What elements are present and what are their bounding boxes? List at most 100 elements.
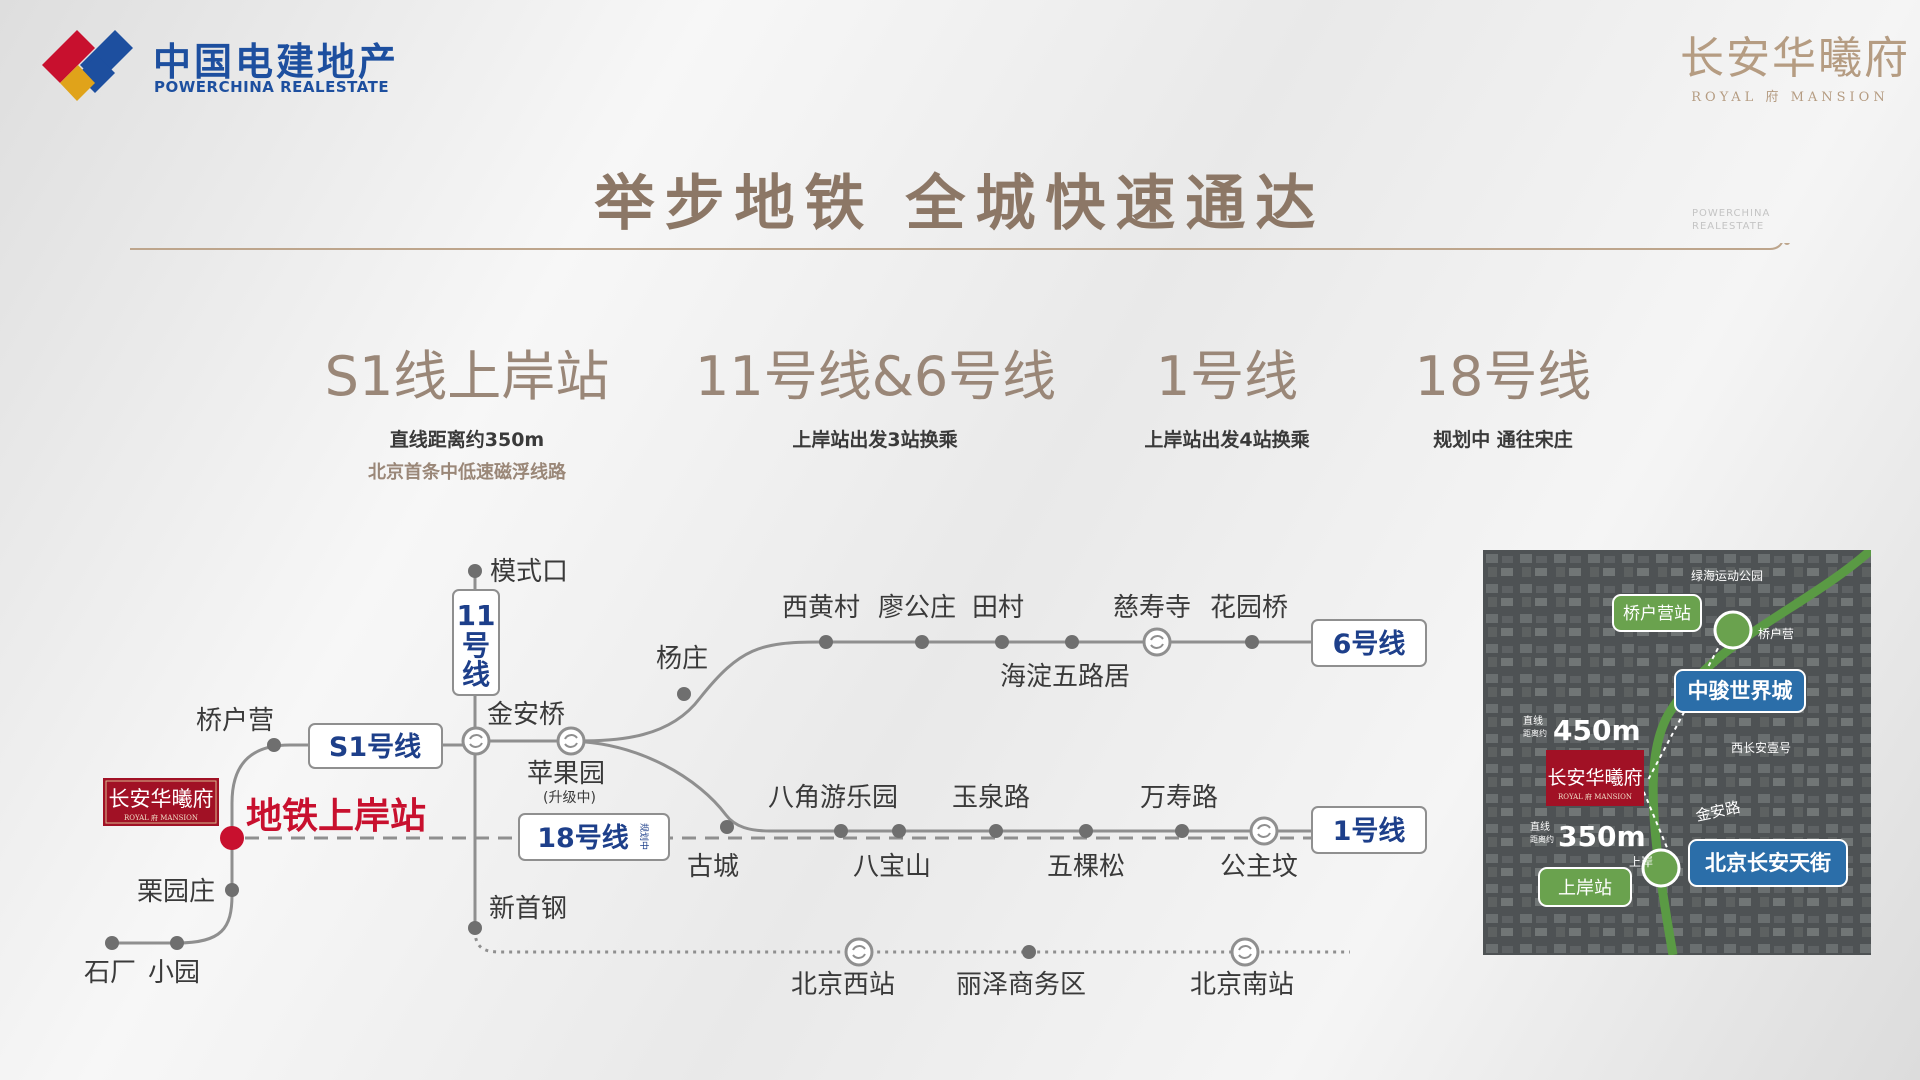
station-dot-xiaoyuan xyxy=(170,936,184,950)
satellite-map: 绿海运动公园 桥户营 桥户营站 中骏世界城 直线 距离约 450m 西长安壹号 … xyxy=(1483,550,1871,955)
station-dot-gucheng xyxy=(720,820,734,834)
line-badge-6: 6号线 xyxy=(1311,619,1427,667)
watermark-line2: REALESTATE xyxy=(1692,221,1765,232)
watermark: POWERCHINA REALESTATE xyxy=(1692,207,1770,233)
station-dot-moshikou xyxy=(468,564,482,578)
station-dot-xinshougang xyxy=(468,921,482,935)
page-title: 举步地铁 全城快速通达 xyxy=(594,169,1326,239)
station-label-huayuanqiao: 花园桥 xyxy=(1210,593,1288,623)
zhongjun-label: 中骏世界城 xyxy=(1688,679,1793,703)
qhy-station-dot xyxy=(1713,610,1753,650)
line-badge-18: 18号线 规划中 xyxy=(518,813,670,861)
dist1-value: 450m xyxy=(1553,714,1641,747)
project-tag-en: ROYAL 府 MANSION xyxy=(1558,792,1632,801)
station-dot-qiaohuying xyxy=(267,738,281,752)
qhy-station-label: 桥户营站 xyxy=(1623,604,1691,624)
highlight-station-dot xyxy=(220,826,244,850)
changan-street-tag xyxy=(1688,839,1848,887)
station-dot-lize xyxy=(1022,945,1036,959)
dist2-prefix2: 距离约 xyxy=(1530,834,1554,844)
station-label-haidianwuluju: 海淀五路居 xyxy=(1000,662,1130,692)
feature-desc: 上岸站出发3站换乘 xyxy=(792,429,958,451)
station-dot-haidianwuluju xyxy=(1065,635,1079,649)
project-badge: 长安华曦府 ROYAL 府 MANSION xyxy=(103,778,219,826)
station-dot-babaoshan xyxy=(892,824,906,838)
line-s1-track xyxy=(112,743,478,945)
dist2-value: 350m xyxy=(1558,820,1646,853)
qhy-road-label: 桥户营 xyxy=(1758,626,1794,641)
dist1-prefix: 直线 xyxy=(1523,714,1543,727)
zhongjun-tag xyxy=(1674,669,1806,713)
station-label-yangzhuang: 杨庄 xyxy=(656,644,708,674)
feature-title: 1号线 xyxy=(1155,345,1299,408)
brand-logo: 中国电建地产 POWERCHINA REALESTATE xyxy=(40,25,400,105)
station-label-shichang: 石厂 xyxy=(84,958,136,988)
station-dot-yangzhuang xyxy=(677,687,691,701)
line-1-track xyxy=(564,739,1315,833)
brand-name-cn: 中国电建地产 xyxy=(153,40,400,84)
line-11-label-3: 线 xyxy=(462,658,490,691)
project-logo: 长安华曦府 ROYAL 府 MANSION xyxy=(1680,22,1908,105)
highlight-station-label: 地铁上岸站 xyxy=(246,796,426,837)
project-badge-name: 长安华曦府 xyxy=(109,787,214,811)
qhy-station-tag xyxy=(1612,594,1702,632)
line-6-track xyxy=(478,640,1315,743)
feature-title: 11号线&6号线 xyxy=(695,345,1057,408)
powerchina-logo-icon xyxy=(42,30,133,101)
line-11-label-2: 号 xyxy=(462,629,490,662)
station-dot-yuquanlu xyxy=(989,824,1003,838)
dist1-prefix2: 距离约 xyxy=(1523,728,1547,738)
transfer-icon-jinanqiao xyxy=(461,726,491,756)
shangan-station-label: 上岸站 xyxy=(1558,878,1612,899)
shangan-station-dot xyxy=(1641,848,1681,888)
station-dot-xihuangcun xyxy=(819,635,833,649)
project-tag-name: 长安华曦府 xyxy=(1547,767,1642,789)
distance-line-350 xyxy=(1642,789,1674,863)
station-label-lize: 丽泽商务区 xyxy=(956,970,1086,1000)
station-label-beijingnan: 北京南站 xyxy=(1190,970,1294,1000)
station-dot-tiancun xyxy=(995,635,1009,649)
station-label-babaoshan: 八宝山 xyxy=(853,852,931,882)
transfer-icon-beijingnan xyxy=(1230,937,1260,967)
feature-title: 18号线 xyxy=(1414,345,1592,408)
line-18-note: 规划中 xyxy=(638,823,650,850)
shangan-road-label: 上岸 xyxy=(1629,855,1653,869)
station-label-gongzhufen: 公主坟 xyxy=(1220,852,1298,882)
feature-line-1: 1号线 上岸站出发4站换乘 xyxy=(1047,332,1407,452)
rail-track xyxy=(473,929,1350,954)
brand-name-en: POWERCHINA REALESTATE xyxy=(154,78,390,96)
station-label-gucheng: 古城 xyxy=(687,852,739,882)
station-dot-bajiao xyxy=(834,824,848,838)
line-1-label: 1号线 xyxy=(1333,816,1406,847)
line-badge-s1: S1号线 xyxy=(308,723,443,769)
station-dot-liaogongzhuang xyxy=(915,635,929,649)
station-label-xiaoyuan: 小园 xyxy=(148,958,200,988)
station-label-liaogongzhuang: 廖公庄 xyxy=(878,593,956,623)
transfer-icon-cishousi xyxy=(1142,627,1172,657)
station-dot-wukesong xyxy=(1079,824,1093,838)
transfer-icon-pingguoyuan xyxy=(556,726,586,756)
station-label-xinshougang: 新首钢 xyxy=(489,894,567,924)
feature-subdesc: 北京首条中低速磁浮线路 xyxy=(368,462,566,483)
feature-desc: 规划中 通往宋庄 xyxy=(1433,429,1573,451)
station-dot-huayuanqiao xyxy=(1245,635,1259,649)
station-label-beijingxi: 北京西站 xyxy=(791,970,895,1000)
station-label-yuquanlu: 玉泉路 xyxy=(952,783,1030,813)
satellite-map-svg: 绿海运动公园 桥户营 桥户营站 中骏世界城 直线 距离约 450m 西长安壹号 … xyxy=(1483,550,1871,955)
station-dot-liyuanzhuang xyxy=(225,883,239,897)
line-s1-label: S1号线 xyxy=(329,732,421,763)
project-badge-en: ROYAL 府 MANSION xyxy=(124,813,198,822)
station-dot-shichang xyxy=(105,936,119,950)
xichang-label: 西长安壹号 xyxy=(1731,740,1791,755)
station-dot-wanshoulu xyxy=(1175,824,1189,838)
subway-map: 长安华曦府 ROYAL 府 MANSION 11 号 线 S1号线 6号线 1号… xyxy=(84,557,1427,1000)
line-11-label-1: 11 xyxy=(457,599,496,632)
feature-line-11-6: 11号线&6号线 上岸站出发3站换乘 xyxy=(695,332,1057,452)
station-label-wanshoulu: 万寿路 xyxy=(1140,783,1218,813)
station-label-bajiao: 八角游乐园 xyxy=(768,783,898,813)
feature-desc: 直线距离约350m xyxy=(389,429,545,451)
station-label-xihuangcun: 西黄村 xyxy=(782,593,860,623)
station-label-cishousi: 慈寿寺 xyxy=(1113,593,1191,623)
station-label-liyuanzhuang: 栗园庄 xyxy=(137,877,215,907)
station-note-pingguoyuan: (升级中) xyxy=(543,790,596,806)
